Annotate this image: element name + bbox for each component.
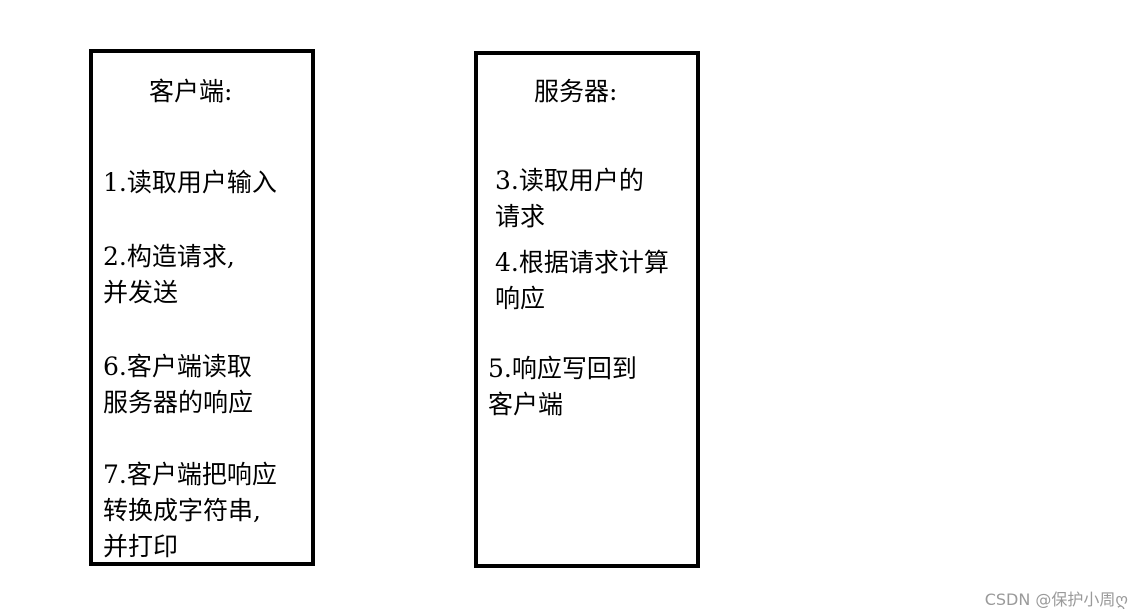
client-panel: 客户端: 1.读取用户输入 2.构造请求, 并发送 6.客户端读取 服务器的响应… xyxy=(89,49,315,566)
client-step-read-response: 6.客户端读取 服务器的响应 xyxy=(103,352,254,417)
server-step-write-back: 5.响应写回到 客户端 xyxy=(488,354,637,419)
server-step-compute-response: 4.根据请求计算 响应 xyxy=(495,248,669,313)
watermark: CSDN @保护小周ღ xyxy=(984,590,1128,609)
client-step-print-response: 7.客户端把响应 转换成字符串, 并打印 xyxy=(103,460,277,561)
server-title: 服务器: xyxy=(534,77,618,106)
server-step-read-request: 3.读取用户的 请求 xyxy=(495,166,644,231)
client-title: 客户端: xyxy=(149,77,233,106)
client-step-read-input: 1.读取用户输入 xyxy=(103,168,277,197)
client-step-build-request: 2.构造请求, 并发送 xyxy=(103,242,235,307)
server-panel: 服务器: 3.读取用户的 请求 4.根据请求计算 响应 5.响应写回到 客户端 xyxy=(474,51,700,568)
